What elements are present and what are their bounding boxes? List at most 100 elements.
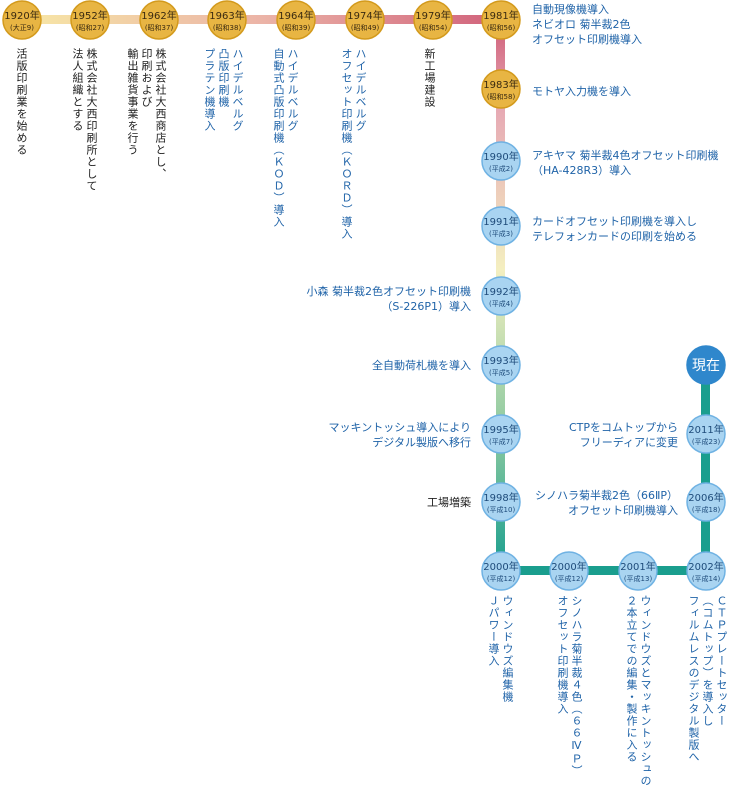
event-1998: 工場増築 bbox=[427, 496, 471, 509]
timeline-node-1963: 1963年(昭和38) bbox=[207, 0, 247, 40]
event-1981: 自動現像機導入 ネビオロ 菊半裁2色 オフセット印刷機導入 bbox=[532, 3, 642, 46]
node-year: 1920年 bbox=[4, 9, 39, 22]
node-era: (昭和38) bbox=[213, 23, 242, 32]
node-era: (平成23) bbox=[692, 437, 721, 446]
event-1952: 株式会社大西印刷所として 法人組織とする bbox=[71, 48, 98, 192]
node-year: 1983年 bbox=[483, 78, 518, 91]
node-year: 2000年 bbox=[551, 560, 586, 573]
node-year: 1964年 bbox=[278, 9, 313, 22]
node-era: (平成5) bbox=[489, 368, 513, 377]
right-vertical-line bbox=[701, 368, 710, 574]
node-circle bbox=[276, 0, 316, 40]
timeline-node-1983: 1983年(昭和58) bbox=[481, 69, 521, 109]
node-circle bbox=[413, 0, 453, 40]
timeline-nodes: 1920年(大正9)1952年(昭和27)1962年(昭和37)1963年(昭和… bbox=[2, 0, 726, 591]
event-1992: 小森 菊半裁2色オフセット印刷機 （S-226P1）導入 bbox=[306, 285, 472, 313]
node-year: 1974年 bbox=[347, 9, 382, 22]
node-circle bbox=[2, 0, 42, 40]
node-circle bbox=[481, 206, 521, 246]
event-1979: 新工場建設 bbox=[423, 48, 436, 108]
node-year: 1981年 bbox=[483, 9, 518, 22]
event-1974: ハイデルベルグ オフセット印刷機（ＫＯＲＤ）導入 bbox=[340, 48, 367, 240]
node-circle bbox=[686, 345, 726, 385]
event-2000b: シノハラ菊半裁４色（６６ⅣＰ） オフセット印刷機導入 bbox=[556, 595, 583, 777]
node-era: (昭和49) bbox=[351, 23, 380, 32]
node-era: (平成10) bbox=[487, 505, 516, 514]
node-era: (平成18) bbox=[692, 505, 721, 514]
timeline-node-2000b: 2000年(平成12) bbox=[549, 551, 589, 591]
node-year: 現在 bbox=[692, 358, 720, 374]
node-circle bbox=[139, 0, 179, 40]
event-1990: アキヤマ 菊半裁4色オフセット印刷機 （HA-428R3）導入 bbox=[532, 149, 719, 177]
node-circle bbox=[481, 141, 521, 181]
node-era: (平成12) bbox=[487, 574, 516, 583]
node-circle bbox=[618, 551, 658, 591]
timeline-node-2002: 2002年(平成14) bbox=[686, 551, 726, 591]
node-circle bbox=[481, 551, 521, 591]
node-year: 1952年 bbox=[72, 9, 107, 22]
node-era: (大正9) bbox=[10, 23, 34, 32]
event-1962: 株式会社大西商店とし、 印刷および 輸出雑貨事業を行う bbox=[126, 48, 167, 180]
event-1964: ハイデルベルグ 自動式凸版印刷機（ＫＯＤ）導入 bbox=[272, 48, 299, 228]
timeline-node-1991: 1991年(平成3) bbox=[481, 206, 521, 246]
node-era: (昭和54) bbox=[419, 23, 448, 32]
timeline-node-1952: 1952年(昭和27) bbox=[70, 0, 110, 40]
node-circle bbox=[481, 482, 521, 522]
node-year: 2006年 bbox=[688, 491, 723, 504]
node-era: (平成4) bbox=[489, 299, 513, 308]
timeline-node-1920: 1920年(大正9) bbox=[2, 0, 42, 40]
node-circle bbox=[481, 69, 521, 109]
node-year: 1998年 bbox=[483, 491, 518, 504]
timeline-node-1979: 1979年(昭和54) bbox=[413, 0, 453, 40]
timeline-node-1990: 1990年(平成2) bbox=[481, 141, 521, 181]
node-era: (昭和39) bbox=[282, 23, 311, 32]
node-year: 1995年 bbox=[483, 423, 518, 436]
node-year: 1979年 bbox=[415, 9, 450, 22]
node-circle bbox=[481, 276, 521, 316]
node-era: (昭和56) bbox=[487, 23, 516, 32]
event-1983: モトヤ入力機を導入 bbox=[532, 85, 631, 98]
timeline-node-1993: 1993年(平成5) bbox=[481, 345, 521, 385]
node-year: 1963年 bbox=[209, 9, 244, 22]
node-year: 2002年 bbox=[688, 560, 723, 573]
node-year: 1962年 bbox=[141, 9, 176, 22]
event-1995: マッキントッシュ導入により デジタル製版へ移行 bbox=[328, 421, 471, 449]
node-circle bbox=[481, 345, 521, 385]
bottom-line bbox=[500, 566, 710, 575]
node-era: (平成13) bbox=[624, 574, 653, 583]
node-circle bbox=[549, 551, 589, 591]
timeline-node-1981: 1981年(昭和56) bbox=[481, 0, 521, 40]
event-2001: ウィンドウズとマッキントッシュの ２本立てでの編集・製作に入る bbox=[625, 595, 652, 787]
node-circle bbox=[345, 0, 385, 40]
node-era: (平成3) bbox=[489, 229, 513, 238]
event-1963: ハイデルベルグ 凸版印刷機 プラテン機導入 bbox=[203, 48, 244, 132]
timeline-node-1995: 1995年(平成7) bbox=[481, 414, 521, 454]
timeline-node-1962: 1962年(昭和37) bbox=[139, 0, 179, 40]
timeline-diagram: 1920年(大正9)1952年(昭和27)1962年(昭和37)1963年(昭和… bbox=[2, 0, 726, 591]
event-1991: カードオフセット印刷機を導入し テレフォンカードの印刷を始める bbox=[532, 215, 697, 243]
node-year: 1993年 bbox=[483, 354, 518, 367]
timeline-node-1992: 1992年(平成4) bbox=[481, 276, 521, 316]
node-circle bbox=[70, 0, 110, 40]
node-year: 1992年 bbox=[483, 285, 518, 298]
event-2006: シノハラ菊半裁2色（66ⅡP） オフセット印刷機導入 bbox=[534, 489, 678, 517]
node-era: (平成7) bbox=[489, 437, 513, 446]
event-2002: ＣＴＰプレートセッター （コムトップ）を導入し フィルムレスのデジタル製版へ bbox=[687, 595, 728, 763]
timeline-node-2011: 2011年(平成23) bbox=[686, 414, 726, 454]
node-circle bbox=[686, 551, 726, 591]
node-era: (平成14) bbox=[692, 574, 721, 583]
timeline-node-1974: 1974年(昭和49) bbox=[345, 0, 385, 40]
node-era: (平成12) bbox=[555, 574, 584, 583]
timeline-node-2001: 2001年(平成13) bbox=[618, 551, 658, 591]
node-era: (平成2) bbox=[489, 164, 513, 173]
top-line bbox=[22, 15, 506, 24]
node-year: 2011年 bbox=[688, 423, 723, 436]
node-era: (昭和37) bbox=[145, 23, 174, 32]
event-1920: 活版印刷業を始める bbox=[15, 48, 28, 156]
node-circle bbox=[481, 0, 521, 40]
node-year: 1990年 bbox=[483, 150, 518, 163]
node-year: 2000年 bbox=[483, 560, 518, 573]
timeline-node-2000a: 2000年(平成12) bbox=[481, 551, 521, 591]
event-1993: 全自動荷札機を導入 bbox=[372, 359, 471, 372]
node-era: (昭和58) bbox=[487, 92, 516, 101]
